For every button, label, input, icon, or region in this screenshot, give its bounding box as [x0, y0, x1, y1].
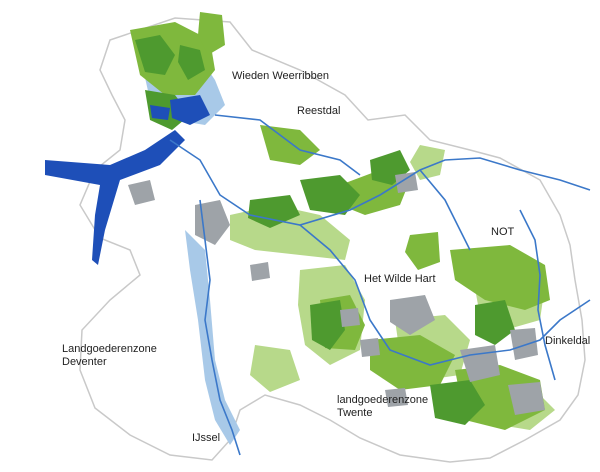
label-dinkeldal: Dinkeldal: [545, 335, 591, 347]
label-reestdal: Reestdal: [297, 105, 341, 117]
label-not: NOT: [491, 226, 515, 238]
label-landgoederenzone-deventer: Landgoederenzone Deventer: [62, 343, 157, 369]
label-landgoederenzone-twente-line2: Twente: [337, 407, 373, 419]
label-landgoederenzone-deventer-line1: Landgoederenzone: [62, 343, 157, 355]
water-dark-areas: [45, 95, 210, 265]
rivers: [169, 114, 591, 456]
label-ijssel: IJssel: [192, 432, 221, 444]
label-landgoederenzone-twente: landgoederenzone Twente: [337, 394, 428, 420]
urban-areas: [128, 172, 545, 415]
label-het-wilde-hart: Het Wilde Hart: [364, 273, 436, 285]
label-landgoederenzone-twente-line1: landgoederenzone: [337, 394, 429, 406]
label-wieden-weerribben: Wieden Weerribben: [232, 70, 330, 82]
label-landgoederenzone-deventer-line2: Deventer: [62, 356, 107, 368]
